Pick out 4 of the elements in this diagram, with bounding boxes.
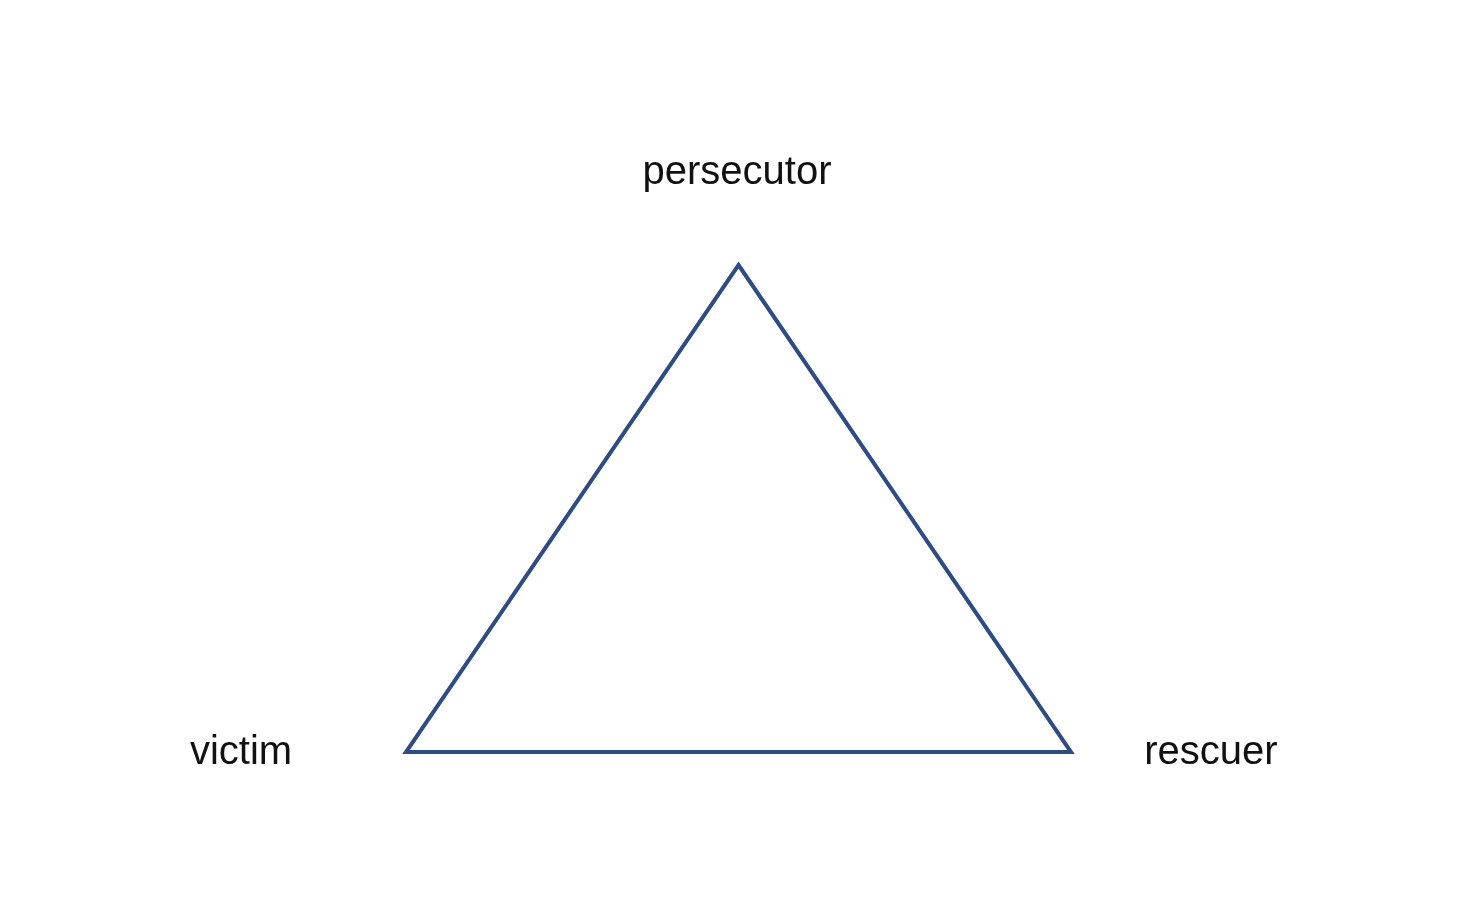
vertex-label: persecutor [642, 147, 832, 194]
vertex-label: victim [189, 727, 293, 774]
triangle-shape [402, 261, 1075, 754]
vertex-label: rescuer [1144, 727, 1278, 774]
